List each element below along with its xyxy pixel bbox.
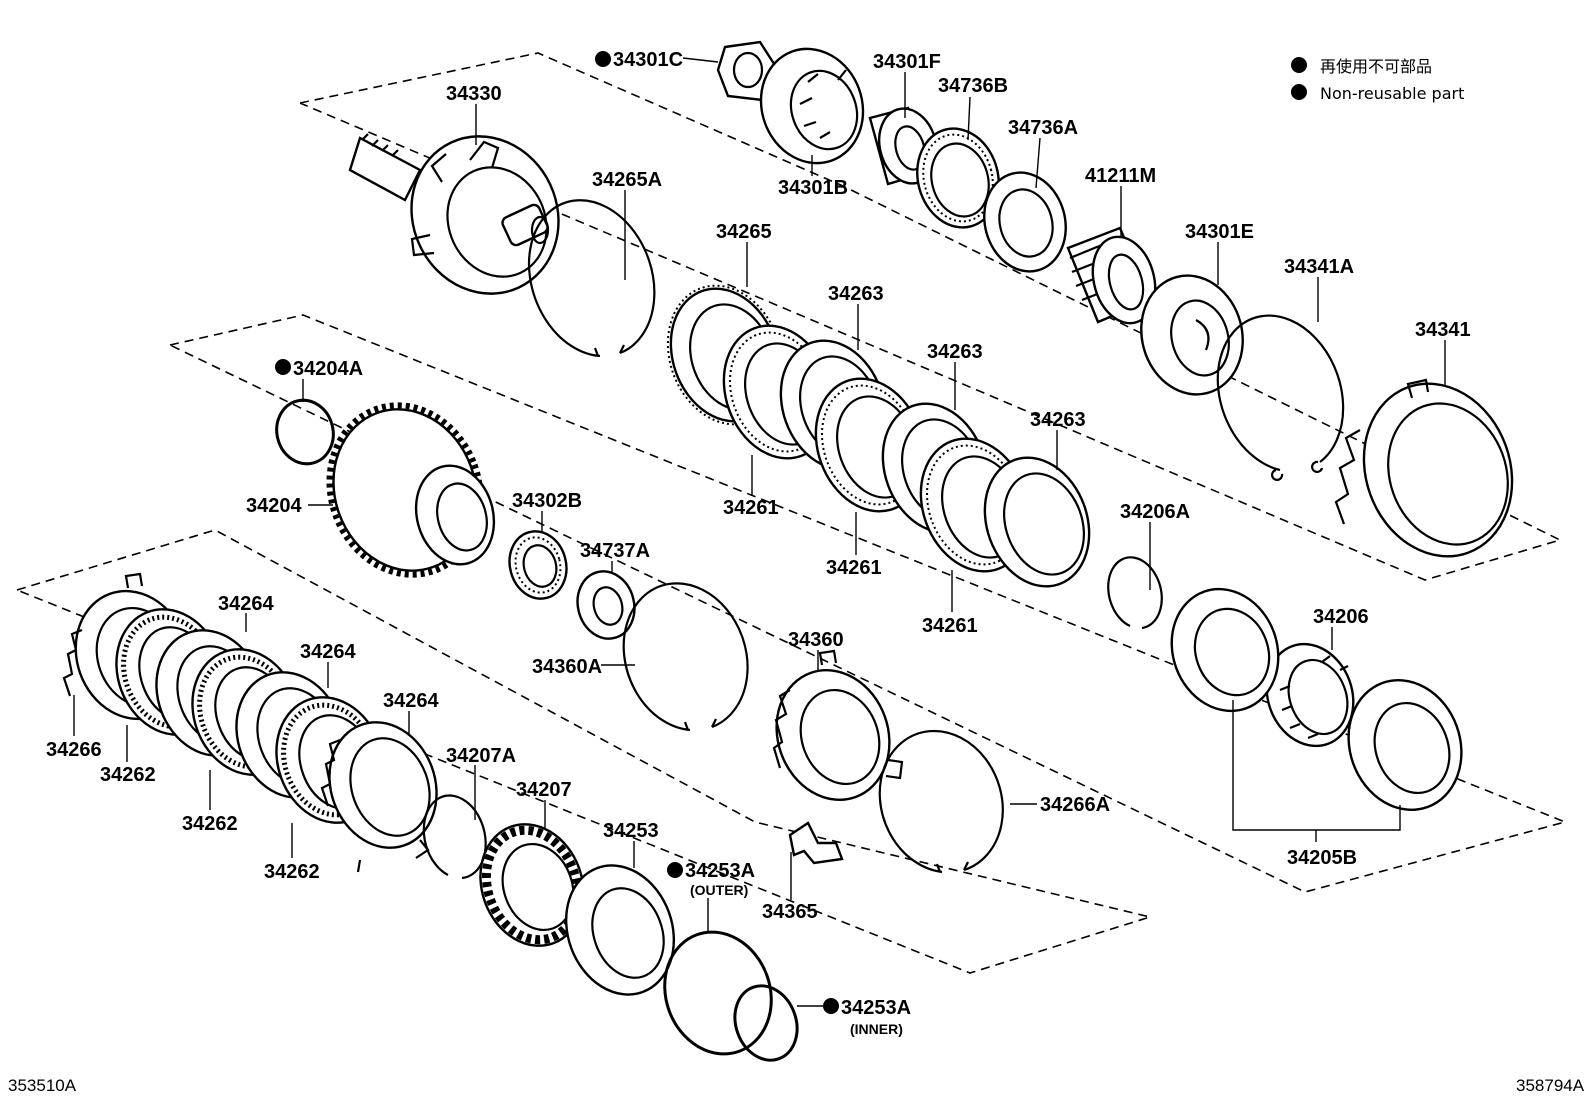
label-34265[interactable]: 34265 — [716, 221, 772, 243]
snap-ring-34206a[interactable] — [1107, 556, 1163, 630]
label-34265a[interactable]: 34265A — [592, 169, 662, 191]
label-34253a-inner-note: (INNER) — [850, 1021, 903, 1037]
label-34301b[interactable]: 34301B — [778, 177, 848, 199]
label-34365[interactable]: 34365 — [762, 901, 818, 923]
label-34263-c[interactable]: 34263 — [1030, 409, 1086, 431]
retaining-clip[interactable] — [788, 821, 844, 865]
group-boundary-lower — [16, 529, 1154, 974]
part-labels: 34301C 34301F 34736B 34736A 34301B 34330… — [46, 49, 1471, 1037]
label-34262-a[interactable]: 34262 — [100, 764, 156, 786]
legend-dot-icon — [1291, 84, 1307, 100]
label-34261-a[interactable]: 34261 — [723, 497, 779, 519]
one-way-clutch[interactable] — [1253, 632, 1368, 758]
o-ring-outer[interactable] — [648, 917, 788, 1069]
label-34266a[interactable]: 34266A — [1040, 794, 1110, 816]
label-34253a-outer-note: (OUTER) — [690, 882, 748, 898]
label-34207a[interactable]: 34207A — [446, 745, 516, 767]
label-34204a[interactable]: 34204A — [293, 358, 363, 380]
group-boundary-middle — [169, 314, 1568, 893]
snap-ring-34360a[interactable] — [622, 582, 749, 732]
label-34266[interactable]: 34266 — [46, 739, 102, 761]
label-34360a[interactable]: 34360A — [532, 656, 602, 678]
thrust-bearing-b[interactable] — [906, 119, 1009, 236]
label-41211m[interactable]: 41211M — [1085, 165, 1156, 187]
label-34261-b[interactable]: 34261 — [826, 557, 882, 579]
snap-ring-34265a[interactable] — [527, 199, 656, 358]
legend-japanese: 再使用不可部品 — [1320, 57, 1432, 76]
label-34262-c[interactable]: 34262 — [264, 861, 320, 883]
reaction-plate-34360[interactable] — [759, 649, 908, 816]
label-34736b[interactable]: 34736B — [938, 75, 1008, 97]
thrust-bearing-34302b[interactable] — [502, 525, 574, 605]
leader-lines — [73, 57, 1446, 1007]
diagram-code-right: 358794A — [1516, 1076, 1585, 1095]
roller-bearing-cup[interactable] — [745, 34, 879, 177]
label-34302b[interactable]: 34302B — [512, 490, 582, 512]
label-34253[interactable]: 34253 — [603, 820, 659, 842]
label-34360[interactable]: 34360 — [788, 629, 844, 651]
nonreusable-marker-34204a-icon — [275, 359, 291, 375]
legend: 再使用不可部品 Non-reusable part — [1291, 57, 1464, 103]
label-34253a-outer[interactable]: 34253A — [685, 860, 755, 882]
label-34301f[interactable]: 34301F — [873, 51, 941, 73]
legend-dot-icon — [1291, 57, 1307, 73]
label-34264-b[interactable]: 34264 — [300, 641, 356, 663]
outer-race-right[interactable] — [1331, 664, 1480, 826]
thrust-washer-a[interactable] — [973, 163, 1076, 280]
label-34205b[interactable]: 34205B — [1287, 847, 1357, 869]
o-ring-inner[interactable] — [725, 977, 807, 1069]
label-34204[interactable]: 34204 — [246, 495, 302, 517]
bearing-e[interactable] — [1128, 264, 1256, 406]
label-34264-c[interactable]: 34264 — [383, 690, 439, 712]
sun-gear-drum[interactable] — [306, 384, 505, 596]
label-34263-a[interactable]: 34263 — [828, 283, 884, 305]
label-34341a[interactable]: 34341A — [1284, 256, 1354, 278]
outer-race-left[interactable] — [1155, 574, 1295, 726]
label-34206[interactable]: 34206 — [1313, 606, 1369, 628]
label-34263-b[interactable]: 34263 — [927, 341, 983, 363]
return-spring[interactable] — [464, 810, 600, 961]
label-34736a[interactable]: 34736A — [1008, 117, 1078, 139]
nonreusable-marker-34301c-icon — [595, 51, 611, 67]
label-34264-a[interactable]: 34264 — [218, 593, 274, 615]
label-34301c[interactable]: 34301C — [613, 49, 683, 71]
label-34253a-inner[interactable]: 34253A — [841, 997, 911, 1019]
thrust-washer-34737a[interactable] — [570, 565, 642, 645]
label-34341[interactable]: 34341 — [1415, 319, 1471, 341]
label-34330[interactable]: 34330 — [446, 83, 502, 105]
label-34261-c[interactable]: 34261 — [922, 615, 978, 637]
label-34206a[interactable]: 34206A — [1120, 501, 1190, 523]
clutch-drum[interactable] — [1334, 363, 1536, 578]
diagram-code-left: 353510A — [8, 1076, 77, 1095]
label-34262-b[interactable]: 34262 — [182, 813, 238, 835]
o-ring-34204a[interactable] — [270, 394, 341, 470]
label-34737a[interactable]: 34737A — [580, 540, 650, 562]
label-34301e[interactable]: 34301E — [1185, 221, 1254, 243]
planet-carrier-shaft[interactable] — [348, 112, 584, 318]
snap-ring-34266a[interactable] — [878, 729, 1004, 874]
nonreusable-marker-34253a-outer-icon — [667, 862, 683, 878]
snap-ring-34341a[interactable] — [1216, 314, 1345, 481]
clutch-plate-34263-c[interactable] — [967, 443, 1106, 601]
legend-english: Non-reusable part — [1320, 84, 1464, 103]
nonreusable-marker-34253a-inner-icon — [823, 998, 839, 1014]
clutch-piston[interactable] — [549, 850, 692, 1010]
label-34207[interactable]: 34207 — [516, 779, 572, 801]
